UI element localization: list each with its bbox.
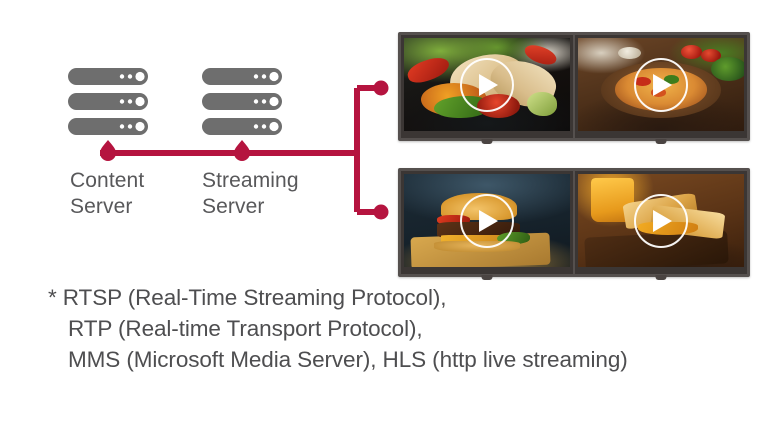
footnote-line-3: MMS (Microsoft Media Server), HLS (http …	[68, 347, 628, 372]
connection-endpoint-bottom	[373, 204, 389, 220]
server-label-streaming: Streaming Server	[202, 169, 299, 218]
server-stack-icon-content	[68, 68, 148, 135]
network-diagram	[68, 68, 389, 220]
screen-surface-cheese	[578, 174, 744, 267]
screen-surface-pizza	[578, 38, 744, 131]
footnote-line-1: * RTSP (Real-Time Streaming Protocol),	[48, 285, 447, 310]
ir-sensor-bump	[655, 275, 667, 280]
ir-sensor-bump	[481, 139, 493, 144]
connection-endpoint-top	[373, 80, 389, 96]
play-button-icon[interactable]	[460, 57, 514, 112]
display-screen-pizza[interactable]	[575, 35, 747, 144]
server-stack-icon-streaming	[202, 68, 282, 135]
screen-surface-wrap	[404, 38, 570, 131]
display-screen-wrap[interactable]	[401, 35, 573, 144]
play-button-icon[interactable]	[634, 57, 688, 112]
ir-sensor-bump	[481, 275, 493, 280]
protocol-footnote: * RTSP (Real-Time Streaming Protocol), R…	[48, 282, 748, 375]
connection-tap-content	[100, 140, 116, 161]
display-screen-cheese[interactable]	[575, 171, 747, 280]
pizza-photo	[578, 38, 744, 131]
display-pair-bottom[interactable]	[398, 168, 750, 280]
ir-sensor-bump	[655, 139, 667, 144]
connection-tap-streaming	[234, 140, 250, 161]
play-button-icon[interactable]	[460, 193, 514, 248]
display-screen-burger[interactable]	[401, 171, 573, 280]
display-pair-top[interactable]	[398, 32, 750, 144]
screen-surface-burger	[404, 174, 570, 267]
footnote-line-2: RTP (Real-time Transport Protocol),	[68, 316, 423, 341]
play-button-icon[interactable]	[634, 193, 688, 248]
server-label-content: Content Server	[70, 169, 145, 218]
